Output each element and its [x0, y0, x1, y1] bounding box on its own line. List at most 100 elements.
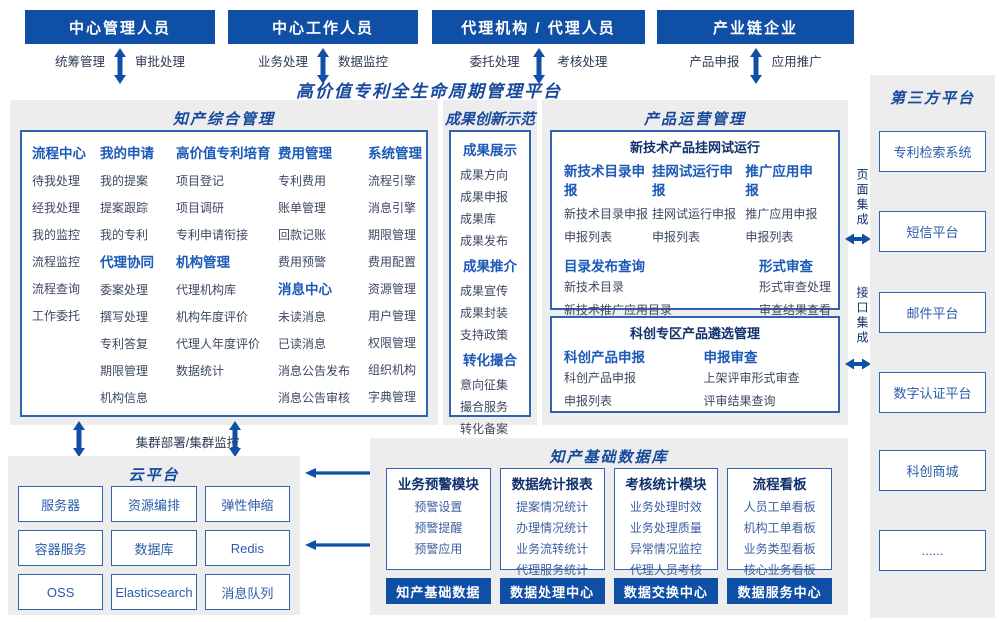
section-title: 知产综合管理 — [172, 111, 275, 128]
menu-item: 预警应用 — [414, 542, 463, 556]
menu-item: 成果库 — [460, 212, 497, 226]
menu-item: 代理机构库 — [176, 283, 237, 297]
achievements-box: 成果展示 成果方向成果申报成果库成果发布 成果推介 成果宣传成果封装支持政策 转… — [449, 130, 531, 436]
column-heading: 系统管理 — [368, 146, 422, 161]
menu-item: 申报列表 — [564, 230, 613, 244]
menu-item: 期限管理 — [100, 364, 149, 378]
third-party-item: 科创商城 — [879, 450, 986, 491]
menu-item: 专利答复 — [100, 337, 149, 351]
actor-title: 代理机构 / 代理人员 — [432, 10, 645, 44]
column-heading: 我的申请 — [100, 146, 154, 161]
menu-item: 数据统计 — [176, 364, 225, 378]
menu-item: 我的监控 — [32, 228, 81, 242]
third-party-item: 短信平台 — [879, 211, 986, 252]
actor-group-center-staff: 中心工作人员 业务处理 数据监控 — [228, 10, 418, 84]
menu-item: 消息公告发布 — [278, 364, 351, 378]
sub-box-title: 新技术产品挂网试运行 — [629, 140, 760, 155]
menu-item: 代理人员考核 — [629, 563, 702, 577]
menu-item: 提案跟踪 — [100, 201, 149, 215]
db-layer-button: 数据处理中心 — [499, 578, 605, 604]
menu-item: 账单管理 — [278, 201, 327, 215]
module-heading: 数据统计报表 — [511, 477, 593, 492]
menu-item: 期限管理 — [368, 228, 417, 242]
section-ip-management: 知产综合管理 流程中心 待我处理经我处理我的监控流程监控流程查询工作委托 我的申… — [10, 100, 438, 425]
menu-item: 消息引擎 — [368, 201, 417, 215]
menu-item: 经我处理 — [32, 201, 81, 215]
menu-item: 成果宣传 — [460, 284, 509, 298]
cluster-label: 集群部署/集群监控 — [135, 436, 240, 450]
menu-item: 消息公告审核 — [278, 391, 351, 405]
menu-item: 机构工单看板 — [743, 521, 816, 535]
page-title: 高价值专利全生命周期管理平台 — [296, 82, 562, 101]
ipm-column-patent-cultivation: 高价值专利培育 项目登记项目调研专利申请衔接 机构管理 代理机构库机构年度评价代… — [176, 140, 278, 411]
menu-item: 成果封装 — [460, 306, 509, 320]
ip-management-box: 流程中心 待我处理经我处理我的监控流程监控流程查询工作委托 我的申请 我的提案提… — [20, 130, 428, 417]
column-heading: 费用管理 — [278, 146, 332, 161]
menu-item: 委案处理 — [100, 283, 149, 297]
actor-title: 中心管理人员 — [25, 10, 215, 44]
double-arrow-horizontal-icon — [845, 233, 871, 245]
interface-integration-label: 接口集成 — [855, 286, 869, 346]
menu-item: 科创产品申报 — [564, 371, 637, 385]
column-heading: 申报审查 — [703, 350, 758, 365]
menu-item: 异常情况监控 — [629, 542, 702, 556]
column-heading: 机构管理 — [176, 255, 230, 270]
cloud-service-box: 服务器 — [18, 486, 104, 522]
column-heading: 流程中心 — [32, 146, 86, 161]
cloud-service-box: OSS — [18, 574, 104, 610]
column-heading: 目录发布查询 — [564, 259, 645, 274]
menu-item: 业务流转统计 — [516, 542, 589, 556]
column-heading: 高价值专利培育 — [176, 146, 271, 161]
po-col-sci-product-declare: 科创产品申报 科创产品申报申报列表 — [564, 345, 703, 413]
db-module-kanban: 流程看板 人员工单看板机构工单看板业务类型看板核心业务看板 数据服务中心 — [727, 468, 832, 604]
menu-item: 项目登记 — [176, 174, 225, 188]
menu-item: 业务处理时效 — [629, 500, 702, 514]
menu-item: 新技术目录申报 — [564, 207, 649, 221]
menu-item: 推广应用申报 — [745, 207, 818, 221]
actor-role-label: 产品申报 — [689, 55, 740, 69]
sci-innovation-box: 科创专区产品遴选管理 科创产品申报 科创产品申报申报列表 申报审查 上架评审形式… — [550, 316, 840, 413]
ipm-column-my-applications: 我的申请 我的提案提案跟踪我的专利 代理协同 委案处理撰写处理专利答复期限管理机… — [100, 140, 176, 411]
menu-item: 待我处理 — [32, 174, 81, 188]
cloud-service-box: 容器服务 — [18, 530, 104, 566]
column-heading: 科创产品申报 — [564, 350, 645, 365]
menu-item: 费用配置 — [368, 255, 417, 269]
section-third-party: 第三方平台 专利检索系统 短信平台 邮件平台 数字认证平台 科创商城 .....… — [870, 75, 995, 618]
double-arrow-horizontal-icon — [845, 358, 871, 370]
menu-item: 未读消息 — [278, 310, 327, 324]
menu-item: 支持政策 — [460, 328, 509, 342]
menu-item: 已读消息 — [278, 337, 327, 351]
actor-role-label: 委托处理 — [469, 55, 520, 69]
menu-item: 转化备案 — [460, 422, 509, 436]
third-party-item: ...... — [879, 530, 986, 571]
menu-item: 成果方向 — [460, 168, 509, 182]
section-title: 云平台 — [128, 467, 180, 484]
actor-group-center-managers: 中心管理人员 统筹管理 审批处理 — [25, 10, 215, 84]
menu-item: 流程引擎 — [368, 174, 417, 188]
ipm-column-process-center: 流程中心 待我处理经我处理我的监控流程监控流程查询工作委托 — [32, 140, 100, 411]
menu-item: 办理情况统计 — [516, 521, 589, 535]
actor-role-label: 业务处理 — [257, 55, 308, 69]
section-title: 第三方平台 — [889, 90, 975, 107]
column-heading: 消息中心 — [278, 282, 332, 297]
column-heading: 转化撮合 — [463, 353, 517, 368]
menu-item: 形式审查处理 — [759, 280, 832, 294]
menu-item: 提案情况统计 — [516, 500, 589, 514]
new-tech-trial-box: 新技术产品挂网试运行 新技术目录申报 新技术目录申报申报列表 挂网试运行申报 挂… — [550, 130, 840, 340]
db-layer-button: 数据交换中心 — [613, 578, 719, 604]
section-title: 产品运营管理 — [643, 111, 746, 128]
page-integration-label: 页面集成 — [855, 168, 869, 228]
po-col-formal-review: 形式审查 形式审查处理审查结果查看 — [759, 254, 831, 345]
actor-role-label: 审批处理 — [134, 55, 185, 69]
menu-item: 我的提案 — [100, 174, 149, 188]
third-party-item: 专利检索系统 — [879, 131, 986, 172]
column-heading: 成果推介 — [463, 259, 517, 274]
cloud-service-box: 数据库 — [111, 530, 197, 566]
po-col-promo-declare: 推广应用申报 推广应用申报申报列表 — [745, 159, 826, 249]
menu-item: 代理服务统计 — [516, 563, 589, 577]
db-layer-button: 知产基础数据 — [386, 578, 491, 604]
po-col-declare-review: 申报审查 上架评审形式审查评审结果查询 — [703, 345, 826, 413]
menu-item: 挂网试运行申报 — [651, 207, 736, 221]
actor-role-label: 应用推广 — [771, 55, 822, 69]
menu-item: 新技术目录 — [564, 280, 625, 294]
